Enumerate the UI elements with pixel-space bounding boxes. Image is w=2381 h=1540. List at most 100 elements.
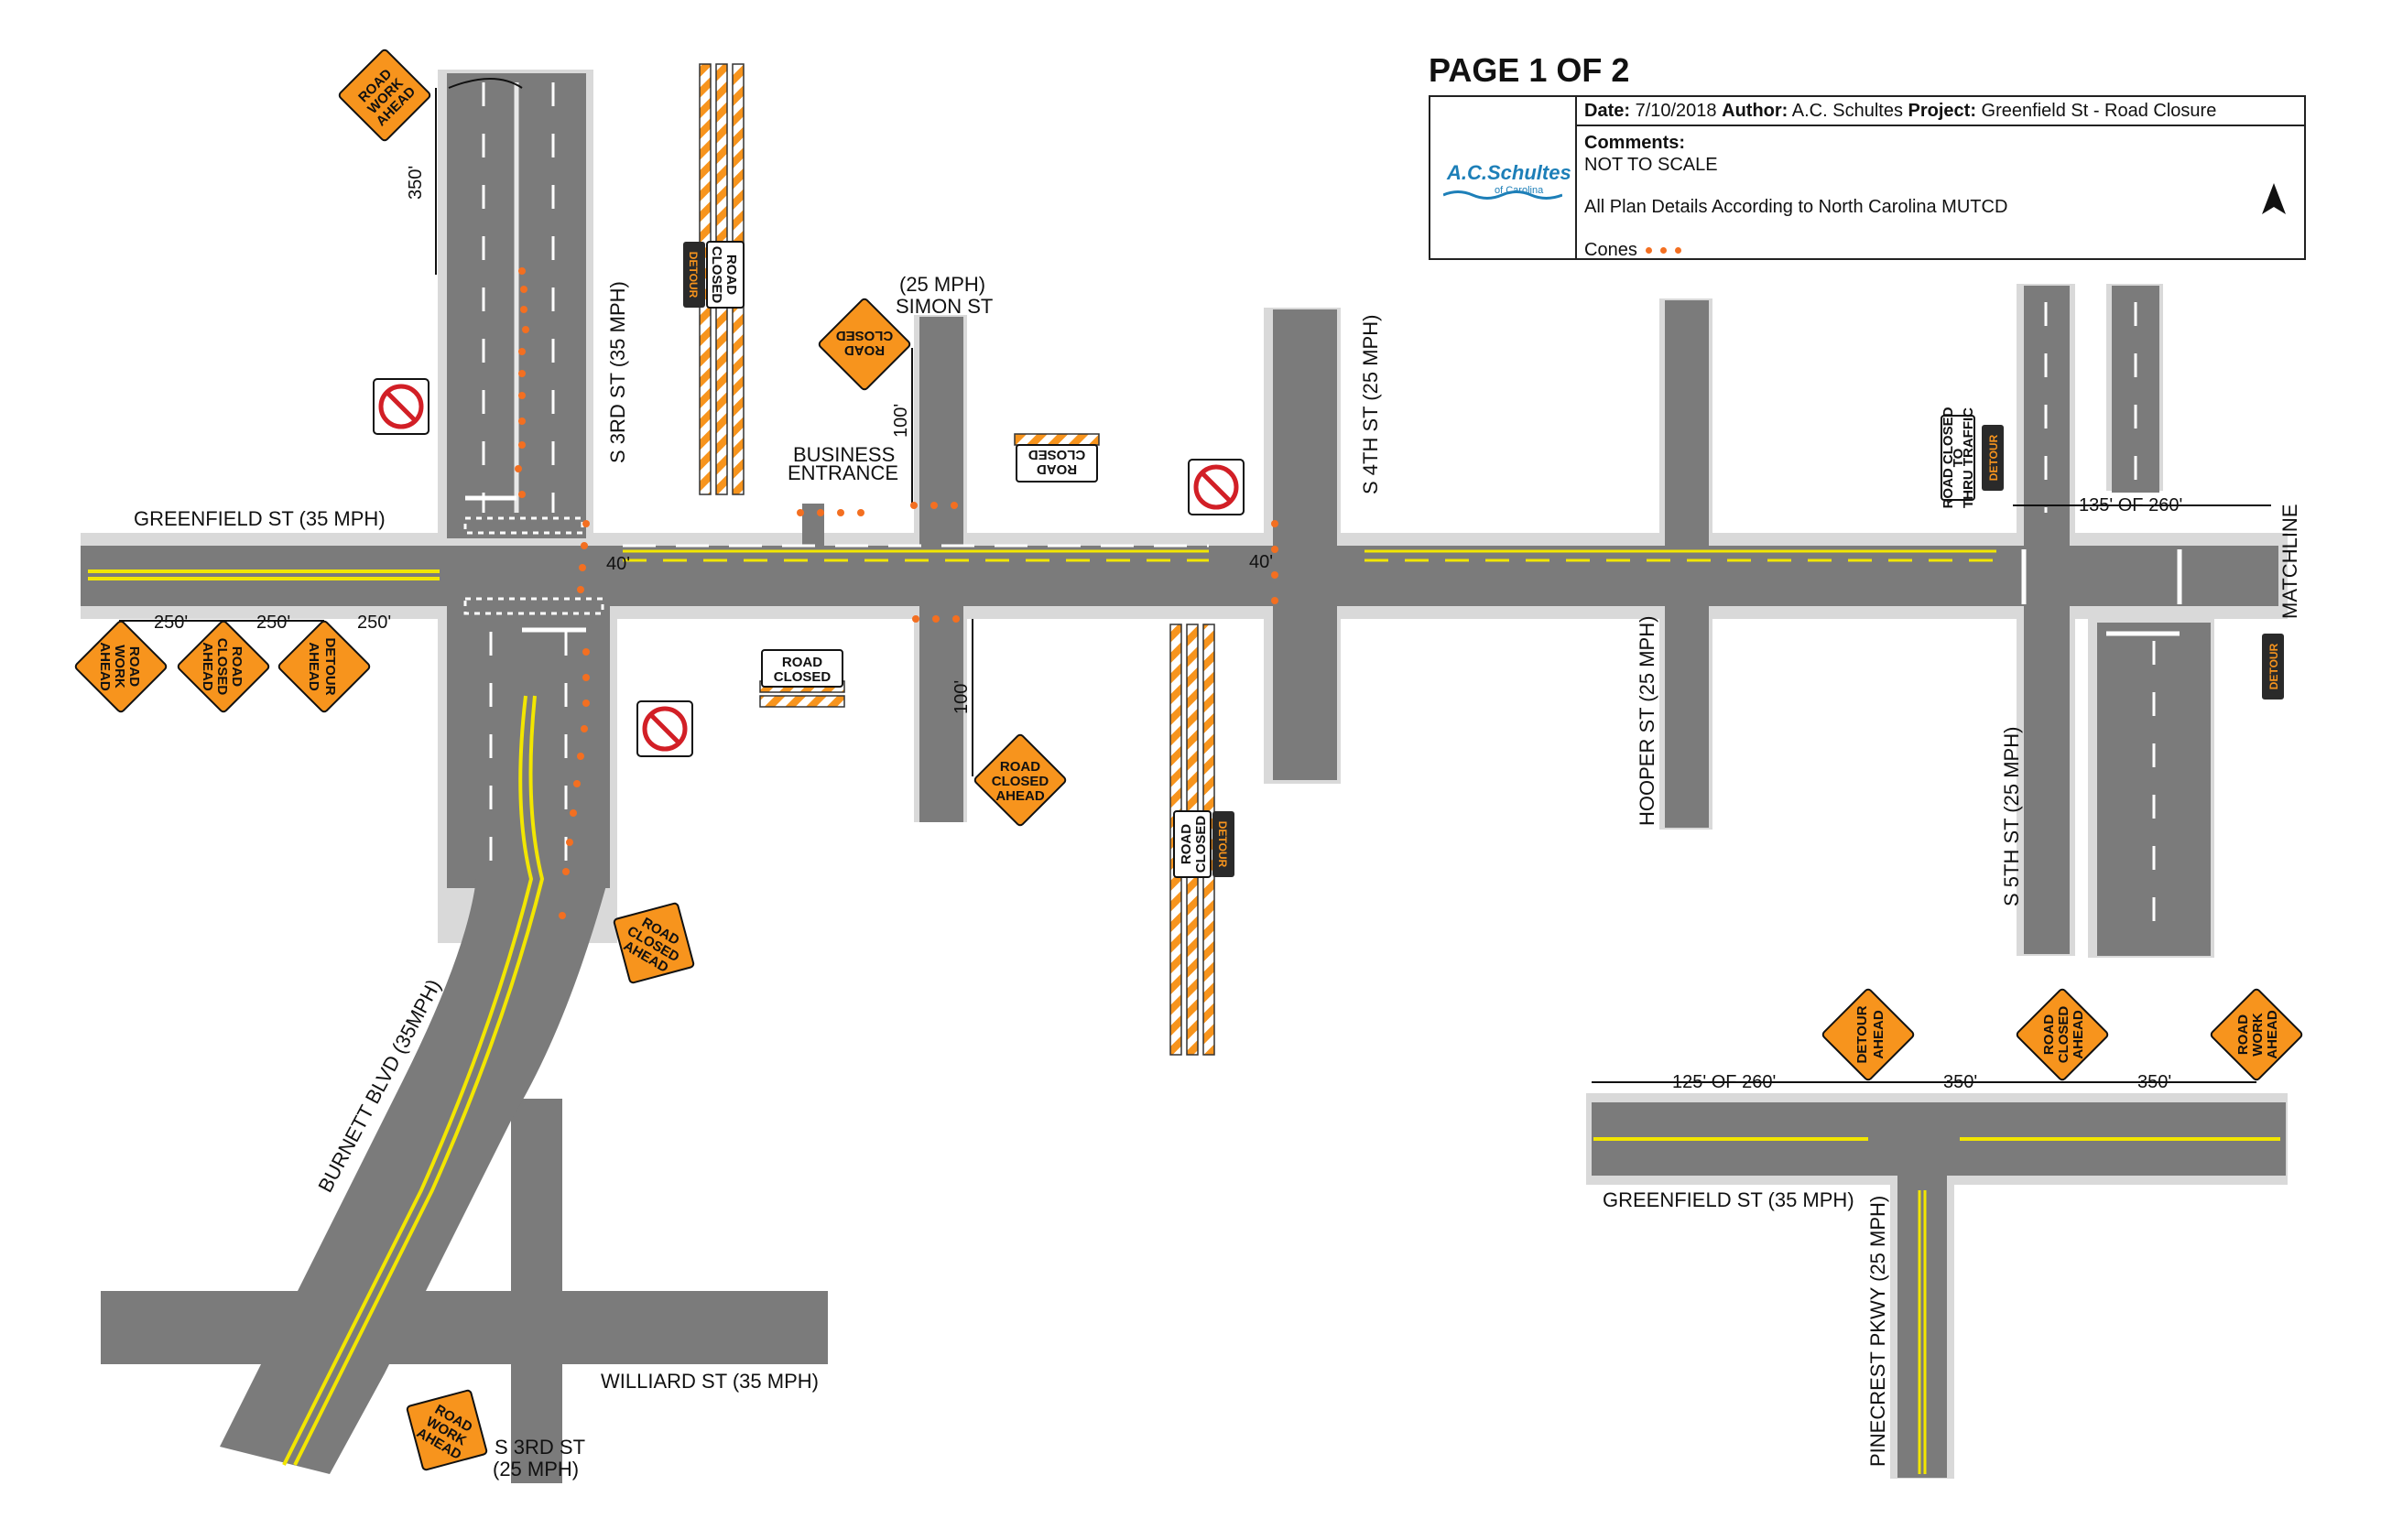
page-title: PAGE 1 OF 2 — [1429, 51, 1630, 89]
dim-250-b: 250' — [256, 613, 290, 633]
dim-250-c: 250' — [357, 613, 391, 633]
sign-road-closed-ahead-inset — [2016, 988, 2109, 1081]
svg-text:DETOUR: DETOUR — [687, 252, 700, 298]
svg-text:AHEAD: AHEAD — [2071, 1010, 2086, 1059]
no-turn-signs — [373, 378, 1245, 757]
svg-text:WORK: WORK — [112, 645, 127, 689]
svg-text:DETOUR: DETOUR — [2267, 643, 2280, 689]
dimension-labels: 350' 250' 250' 250' 100' 100' 40' 40' 13… — [154, 166, 2182, 1092]
sign-road-closed-south — [761, 649, 843, 688]
sign-road-work-ahead-west — [74, 620, 168, 713]
no-u-turn-icon — [1188, 459, 1245, 515]
inset-dim-350-a: 350' — [1943, 1072, 1977, 1092]
simon-speed-label: (25 MPH) — [899, 273, 985, 296]
svg-text:AHEAD: AHEAD — [1871, 1010, 1886, 1059]
simon-label: SIMON ST — [896, 295, 993, 318]
svg-text:AHEAD: AHEAD — [995, 788, 1045, 804]
svg-text:ROAD CLOSED: ROAD CLOSED — [1941, 407, 1956, 508]
svg-text:CLOSED: CLOSED — [1028, 447, 1086, 462]
warning-signs: ROAD WORK AHEAD ROAD WORK AHEAD ROAD CLO… — [74, 49, 2303, 1471]
sign-road-work-ahead-top — [338, 49, 431, 142]
svg-text:WORK: WORK — [2250, 1013, 2266, 1057]
sign-road-closed-ahead-south — [973, 733, 1067, 827]
svg-text:ROAD: ROAD — [844, 342, 885, 358]
svg-text:CLOSED: CLOSED — [992, 774, 1049, 789]
svg-text:CLOSED: CLOSED — [214, 638, 230, 696]
business-label-1: BUSINESS — [793, 443, 895, 466]
hooper-label: HOOPER ST (25 MPH) — [1636, 616, 1658, 826]
sign-detour-matchline — [2262, 634, 2284, 700]
svg-text:ROAD: ROAD — [229, 646, 245, 687]
sign-road-closed-s4th — [1173, 810, 1212, 878]
dim-100-south: 100' — [951, 680, 972, 714]
svg-text:AHEAD: AHEAD — [306, 642, 321, 691]
svg-text:CLOSED: CLOSED — [1193, 816, 1209, 873]
svg-text:ROAD: ROAD — [126, 646, 142, 687]
svg-text:CLOSED: CLOSED — [2056, 1006, 2071, 1064]
no-right-turn-icon — [636, 700, 693, 757]
inset-dim-350-b: 350' — [2137, 1072, 2171, 1092]
svg-text:ROAD: ROAD — [2235, 1014, 2251, 1055]
svg-text:DETOUR: DETOUR — [1854, 1005, 1870, 1063]
business-label-2: ENTRANCE — [788, 461, 898, 484]
company-logo: A.C.Schultes of Carolina — [1430, 97, 1577, 258]
logo-wave-icon — [1443, 190, 1562, 200]
svg-text:DETOUR: DETOUR — [1987, 434, 2000, 481]
svg-text:ROAD: ROAD — [1179, 824, 1194, 864]
sign-road-closed-thru-traffic — [1941, 415, 1975, 501]
sign-road-work-ahead-inset — [2210, 988, 2303, 1081]
svg-text:CLOSED: CLOSED — [836, 328, 894, 343]
svg-text:ROAD: ROAD — [782, 655, 822, 670]
svg-text:AHEAD: AHEAD — [2265, 1010, 2280, 1059]
s4th-label: S 4TH ST (25 MPH) — [1359, 315, 1382, 494]
matchline-label: MATCHLINE — [2278, 504, 2301, 620]
s3rd-south-label-2: (25 MPH) — [493, 1458, 579, 1480]
sign-road-closed-north — [706, 241, 745, 309]
sign-detour-s4th — [1212, 811, 1234, 877]
comments: Comments: NOT TO SCALE All Plan Details … — [1584, 133, 2008, 217]
dimension-lines — [119, 78, 2271, 1083]
svg-text:ROAD: ROAD — [723, 255, 739, 295]
svg-text:CLOSED: CLOSED — [774, 669, 832, 685]
no-left-turn-icon — [373, 378, 429, 435]
detour-signs: DETOUR DETOUR DETOUR DETOUR — [683, 242, 2284, 877]
road-closed-signs: ROAD CLOSED ROAD CLOSED ROAD CLOSED ROAD… — [706, 241, 1976, 878]
north-arrow-icon — [2262, 183, 2286, 214]
dim-135: 135' OF 260' — [2079, 495, 2182, 515]
cones — [515, 267, 1278, 919]
greenfield-label: GREENFIELD ST (35 MPH) — [134, 507, 386, 530]
sign-road-closed-ahead-west — [177, 620, 270, 713]
svg-text:TO: TO — [1951, 448, 1966, 467]
lane-markings — [88, 82, 2280, 1474]
sign-road-closed-simon — [1016, 444, 1098, 483]
inset-dim-125: 125' OF 260' — [1672, 1072, 1776, 1092]
sign-road-closed-ahead-simon — [818, 298, 911, 391]
svg-text:AHEAD: AHEAD — [200, 642, 215, 691]
s3rd-south-label-1: S 3RD ST — [495, 1436, 585, 1459]
dim-250-a: 250' — [154, 613, 188, 633]
greenfield-inset-label: GREENFIELD ST (35 MPH) — [1603, 1188, 1854, 1211]
dim-40-a: 40' — [606, 554, 630, 574]
project-row: Date: 7/10/2018 Author: A.C. Schultes Pr… — [1575, 97, 2304, 126]
dim-350-vertical: 350' — [406, 166, 426, 200]
logo-text: A.C.Schultes — [1447, 161, 1571, 184]
svg-text:DETOUR: DETOUR — [1216, 821, 1229, 868]
cones-legend: Cones — [1584, 240, 1681, 261]
s5th-label: S 5TH ST (25 MPH) — [2000, 727, 2023, 906]
svg-text:ROAD: ROAD — [1037, 461, 1077, 477]
svg-text:ROAD: ROAD — [2041, 1014, 2057, 1055]
svg-text:CLOSED: CLOSED — [709, 246, 724, 304]
s3rd-north-label: S 3RD ST (35 MPH) — [606, 281, 629, 463]
pinecrest-label: PINECREST PKWY (25 MPH) — [1866, 1196, 1889, 1467]
svg-text:DETOUR: DETOUR — [322, 637, 338, 695]
dim-40-b: 40' — [1249, 552, 1273, 572]
svg-text:AHEAD: AHEAD — [97, 642, 113, 691]
svg-text:ROAD: ROAD — [1000, 759, 1040, 775]
sign-detour-s5th — [1982, 425, 2004, 491]
sign-detour-ahead-west — [277, 620, 371, 713]
road-surfaces — [81, 73, 2286, 1483]
title-block: A.C.Schultes of Carolina Date: 7/10/2018… — [1429, 95, 2306, 260]
dim-100-simon: 100' — [891, 404, 911, 438]
sign-road-work-ahead-south — [406, 1389, 488, 1471]
